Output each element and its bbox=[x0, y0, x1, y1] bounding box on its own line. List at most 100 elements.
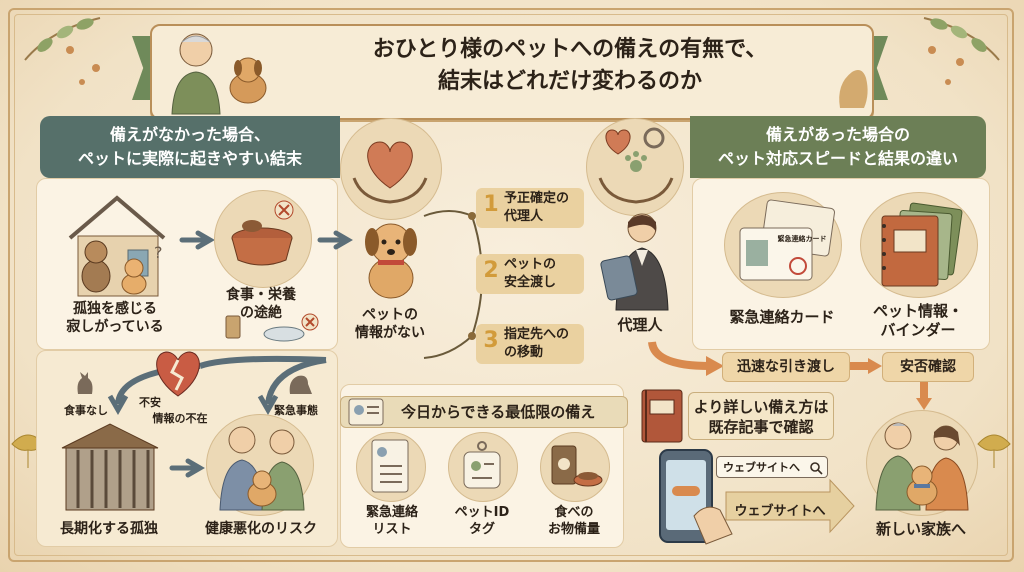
smartphone-icon bbox=[659, 449, 733, 545]
more-info-line-1: より詳しい備え方は bbox=[693, 398, 829, 416]
food-label-line-1: 食事・栄養 bbox=[226, 287, 296, 303]
right-section-header: 備えがあった場合の ペット対応スピードと結果の違い bbox=[690, 116, 986, 178]
step-2-number: 2 bbox=[483, 258, 499, 283]
agent-with-tablet-icon bbox=[600, 213, 669, 311]
step-1-text: 予正確定の 代理人 bbox=[504, 190, 584, 226]
emergency-card-label: 緊急連絡カード bbox=[729, 308, 835, 326]
page-title: おひとり様のペットへの備えの有無で、 結末はどれだけ変わるのか bbox=[300, 34, 840, 98]
tag-no-info: 情報の不在 bbox=[152, 412, 208, 425]
go-to-website-label[interactable]: ウェブサイトへ bbox=[734, 504, 826, 519]
leaf-decoration-top-left-icon bbox=[24, 17, 101, 61]
agent-label: 代理人 bbox=[617, 316, 663, 334]
hands-holding-heart-icon bbox=[352, 141, 428, 204]
agent-to-handover-arrow bbox=[648, 341, 724, 376]
step-3-line-1: 指定先への bbox=[504, 327, 570, 342]
sitting-cat-icon bbox=[77, 372, 93, 394]
no-info-label-line-1: ペットの bbox=[362, 307, 418, 323]
emergency-contact-card-icon bbox=[739, 199, 835, 281]
step-2-box: 2 ペットの 安全渡し bbox=[476, 254, 584, 294]
binder-label: ペット情報・ バインダー bbox=[856, 302, 980, 340]
step-3-number: 3 bbox=[483, 328, 499, 353]
more-info-line-2: 既存記事で確認 bbox=[708, 418, 814, 436]
go-to-website-arrow[interactable] bbox=[725, 478, 856, 540]
prep-item-2-line-2: タグ bbox=[468, 522, 495, 537]
lonely-label-line-1: 孤独を感じる bbox=[73, 301, 157, 317]
left-header-line-2: ペットに実際に起きやすい結末 bbox=[77, 149, 302, 168]
prep-item-3-line-1: 食べの bbox=[554, 505, 594, 520]
pet-silhouette-icon bbox=[839, 70, 868, 108]
step-1-line-1: 予正確定の bbox=[504, 191, 570, 206]
health-risk-label: 健康悪化のリスク bbox=[205, 521, 317, 537]
pet-id-tag-icon bbox=[463, 441, 501, 489]
food-bag-and-bowl-icon bbox=[551, 445, 603, 487]
pet-info-binder-icon bbox=[881, 202, 963, 287]
food-label: 食事・栄養 の途絶 bbox=[206, 286, 316, 322]
binder-label-line-1: ペット情報・ bbox=[872, 302, 963, 320]
prep-item-1-label: 緊急連絡 リスト bbox=[352, 504, 432, 538]
binder-label-line-2: バインダー bbox=[880, 321, 956, 339]
prep-item-3-line-2: お物備量 bbox=[547, 522, 600, 537]
step-2-line-1: ペットの bbox=[504, 257, 557, 272]
more-info-box: より詳しい備え方は 既存記事で確認 bbox=[688, 392, 834, 440]
caged-shelter-icon bbox=[61, 423, 159, 511]
no-info-label-line-2: 情報がない bbox=[355, 325, 425, 341]
sick-elderly-couple-with-dog-icon bbox=[219, 426, 305, 511]
title-banner bbox=[150, 24, 874, 120]
tag-no-food: 食事なし bbox=[64, 404, 108, 417]
broken-heart-icon bbox=[156, 351, 200, 397]
prep-item-3-label: 食べの お物備量 bbox=[534, 504, 614, 538]
search-icon bbox=[810, 462, 823, 475]
search-bar-text: ウェブサイトへ bbox=[723, 461, 800, 474]
title-line-2: 結末はどれだけ変わるのか bbox=[437, 69, 702, 94]
step-2-line-2: 安全渡し bbox=[504, 275, 557, 290]
empty-food-bowl-icon bbox=[231, 200, 294, 266]
step-1-number: 1 bbox=[483, 192, 499, 217]
arrow-right-icon bbox=[169, 458, 205, 478]
step-3-box: 3 指定先への の移動 bbox=[476, 324, 584, 364]
long-isolation-label: 長期化する孤独 bbox=[60, 521, 158, 537]
right-header-line-1: 備えがあった場合の bbox=[765, 125, 910, 144]
minimum-prep-header: 今日からできる最低限の備え bbox=[340, 396, 628, 428]
safety-check-pill: 安否確認 bbox=[882, 352, 974, 382]
lonely-label-line-2: 寂しがっている bbox=[66, 319, 164, 335]
lonely-label: 孤独を感じる 寂しがっている bbox=[50, 300, 180, 336]
hands-with-heart-and-gear-icon bbox=[598, 127, 674, 204]
step-1-box: 1 予正確定の 代理人 bbox=[476, 188, 584, 228]
arrow-right-icon bbox=[179, 230, 215, 250]
paw-prints-top-left-icon bbox=[66, 46, 100, 85]
tag-emergency: 緊急事態 bbox=[274, 404, 318, 417]
title-line-1: おひとり様のペットへの備えの有無で、 bbox=[372, 37, 768, 62]
id-card-icon bbox=[348, 398, 384, 426]
safety-to-family-arrow bbox=[916, 382, 932, 410]
left-header-line-1: 備えがなかった場合、 bbox=[109, 125, 270, 144]
ginkgo-leaf-bottom-right-icon bbox=[977, 434, 1011, 468]
card-inline-text: 緊急連絡カード bbox=[777, 235, 827, 243]
step-3-line-2: の移動 bbox=[504, 345, 544, 360]
step-3-text: 指定先への の移動 bbox=[504, 326, 584, 362]
website-search-bar[interactable]: ウェブサイトへ bbox=[716, 456, 828, 478]
prep-item-1-line-2: リスト bbox=[372, 522, 412, 537]
lonely-pets-at-house-icon: ? bbox=[68, 195, 166, 297]
sad-dog-icon bbox=[365, 223, 417, 299]
prep-item-2-line-1: ペットID bbox=[454, 505, 510, 520]
step-2-text: ペットの 安全渡し bbox=[504, 256, 584, 292]
no-info-label: ペットの 情報がない bbox=[340, 306, 440, 342]
paw-prints-top-right-icon bbox=[928, 46, 964, 85]
tag-anxiety: 不安 bbox=[139, 396, 161, 409]
right-header-line-2: ペット対応スピードと結果の違い bbox=[717, 149, 958, 168]
arrow-right-icon bbox=[317, 230, 353, 250]
minimum-prep-title: 今日からできる最低限の備え bbox=[401, 403, 596, 421]
outer-frame bbox=[8, 8, 1014, 562]
prep-item-2-label: ペットID タグ bbox=[442, 504, 522, 538]
new-family-with-dog-icon bbox=[875, 422, 969, 511]
leaf-decoration-top-right-icon bbox=[923, 17, 1000, 61]
handover-to-safety-arrow bbox=[850, 358, 882, 374]
empty-dish-icon bbox=[225, 313, 319, 342]
left-section-header: 備えがなかった場合、 ペットに実際に起きやすい結末 bbox=[40, 116, 340, 178]
elderly-man-with-dog-icon bbox=[171, 33, 267, 115]
new-family-label: 新しい家族へ bbox=[875, 520, 966, 538]
food-label-line-2: の途絶 bbox=[240, 305, 282, 321]
step-1-line-2: 代理人 bbox=[504, 209, 544, 224]
quick-handover-pill: 迅速な引き渡し bbox=[722, 352, 850, 382]
